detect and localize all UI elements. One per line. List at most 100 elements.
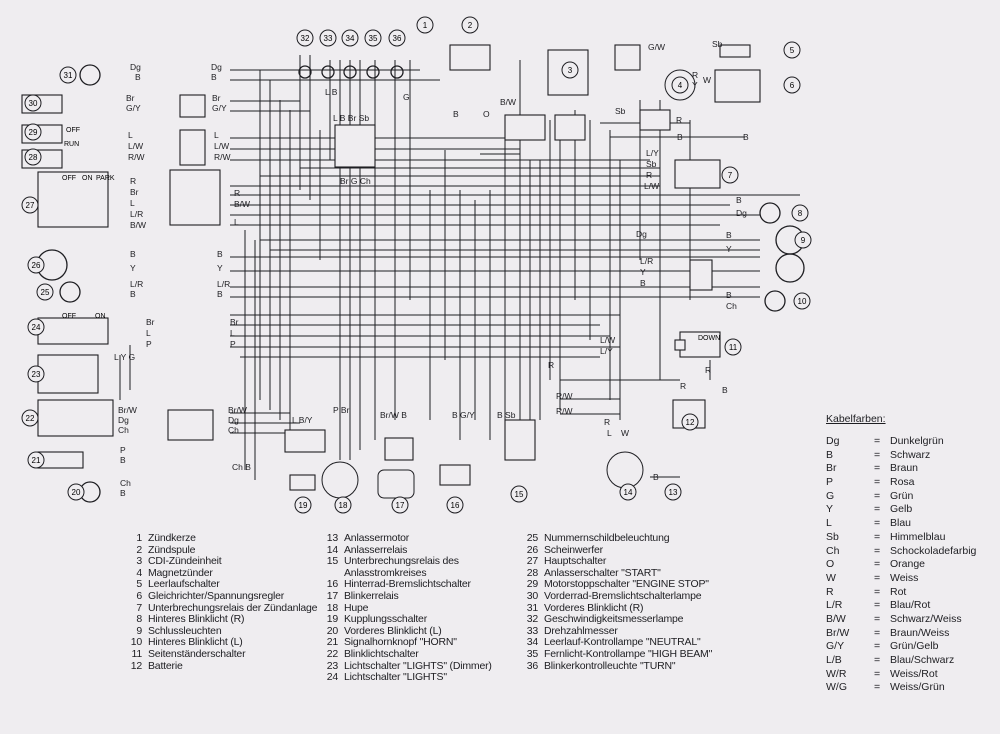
- lamp-icon: [321, 65, 335, 79]
- wire-color-label: B Sb: [497, 410, 516, 420]
- callout-circle: [21, 196, 39, 214]
- legend-number: 36: [526, 659, 538, 672]
- legend-text: Blinkerkontrolleuchte "TURN": [544, 659, 676, 672]
- legend-text: Signalhornknopf "HORN": [344, 636, 457, 649]
- callout-circle: [24, 94, 42, 112]
- wire-color-label: Dg: [636, 229, 647, 239]
- color-name: Blau/Rot: [890, 599, 931, 612]
- magneto-icon: [664, 69, 696, 101]
- legend-number: 26: [526, 543, 538, 556]
- legend-number: 3: [136, 555, 142, 568]
- switch-position-label: OFF: [62, 175, 76, 182]
- legend-text: Leerlauf-Kontrollampe "NEUTRAL": [544, 636, 701, 649]
- wire-color-label: B: [453, 109, 459, 119]
- component-box: [674, 159, 721, 189]
- legend-text: Gleichrichter/Spannungsregler: [148, 589, 285, 602]
- wire-color-label: R/W: [214, 152, 231, 162]
- component-number: 20: [72, 488, 81, 497]
- component-number: 23: [32, 370, 41, 379]
- component-number: 36: [393, 34, 402, 43]
- wire-color-label: L: [607, 428, 612, 438]
- component-box: [714, 69, 761, 103]
- color-legend-row: P=Rosa: [826, 476, 976, 490]
- wire-color-label: B: [640, 278, 646, 288]
- color-legend-row: W/G=Weiss/Grün: [826, 681, 976, 695]
- legend-text: Unterbrechungsrelais des Anlasstromkreis…: [344, 555, 459, 579]
- color-eq: =: [874, 585, 881, 598]
- component-number: 10: [798, 297, 807, 306]
- callout-circle: [664, 483, 682, 501]
- callout-circle: [24, 123, 42, 141]
- wire-color-label: L/Y: [646, 148, 659, 158]
- component-box: [179, 129, 206, 166]
- color-legend-row: L/B=Blau/Schwarz: [826, 654, 976, 668]
- wire-color-label: R: [646, 170, 652, 180]
- color-code: W/G: [826, 681, 847, 694]
- legend-text: Vorderes Blinklicht (R): [544, 601, 644, 614]
- color-code: Ch: [826, 544, 840, 557]
- color-code: Br: [826, 462, 837, 475]
- color-name: Grün/Gelb: [890, 640, 939, 653]
- wire-color-label: Sb: [615, 106, 626, 116]
- component-number: 14: [624, 488, 633, 497]
- wire-color-label: Br/W: [118, 405, 137, 415]
- callout-circle: [67, 483, 85, 501]
- color-legend-row: B=Schwarz: [826, 449, 976, 463]
- component-number: 4: [678, 81, 683, 90]
- legend-text: Kupplungsschalter: [344, 613, 427, 626]
- color-name: Weiss: [890, 571, 919, 584]
- callout-circle: [681, 413, 699, 431]
- switch-position-label: ON: [82, 175, 93, 182]
- component-number: 13: [669, 488, 678, 497]
- color-legend-row: R=Rot: [826, 586, 976, 600]
- color-legend-row: B/W=Schwarz/Weiss: [826, 613, 976, 627]
- legend-number: 18: [326, 601, 338, 614]
- color-eq: =: [874, 503, 881, 516]
- component-number: 5: [790, 46, 795, 55]
- switch-position-label: DOWN: [698, 335, 720, 342]
- wire-color-label: B: [743, 132, 749, 142]
- callout-circle: [461, 16, 479, 34]
- wire-color-label: R: [676, 115, 682, 125]
- wire-color-label: B: [653, 472, 659, 482]
- component-number: 22: [26, 414, 35, 423]
- callout-circle: [341, 29, 359, 47]
- color-legend-row: L/R=Blau/Rot: [826, 599, 976, 613]
- legend-item: 36 Blinkerkontrolleuchte "TURN": [522, 659, 812, 673]
- callout-circle: [21, 409, 39, 427]
- wire-color-label: Ch: [726, 301, 737, 311]
- color-eq: =: [874, 654, 881, 666]
- callout-circle: [783, 41, 801, 59]
- wire-color-label: L: [128, 130, 133, 140]
- wire-color-label: Br G Ch: [340, 176, 371, 186]
- legend-text: Vorderrad-Bremslichtschalterlampe: [544, 589, 702, 602]
- legend-number: 17: [326, 589, 338, 602]
- color-name: Blau: [890, 517, 912, 530]
- color-name: Rosa: [890, 476, 915, 489]
- wire-color-label: L: [214, 130, 219, 140]
- wire-color-label: B: [722, 385, 728, 395]
- wire-color-label: L/W: [600, 335, 615, 345]
- callout-circle: [294, 496, 312, 514]
- component-box: [449, 44, 491, 71]
- legend-number: 9: [136, 624, 142, 637]
- legend-text: Anlasserschalter "START": [544, 566, 661, 579]
- legend-text: Leerlaufschalter: [148, 578, 220, 591]
- legend-number: 32: [526, 613, 538, 626]
- wire-color-label: L/R: [130, 279, 143, 289]
- color-eq: =: [874, 667, 881, 680]
- wire-color-label: L Y G: [114, 352, 135, 362]
- color-legend-row: Dg=Dunkelgrün: [826, 435, 976, 449]
- component-number: 11: [729, 343, 738, 352]
